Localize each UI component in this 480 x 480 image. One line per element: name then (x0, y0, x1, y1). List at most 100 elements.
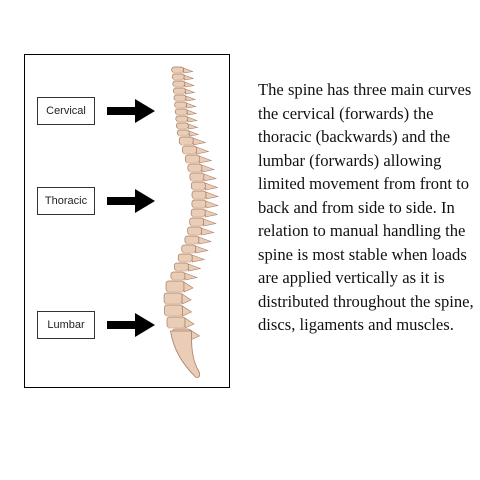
spinous-process (184, 317, 195, 329)
intervertebral-disc (193, 198, 205, 200)
intervertebral-disc (175, 100, 185, 102)
vertebra (174, 262, 189, 271)
spinous-process (183, 74, 195, 81)
spinous-process (183, 67, 194, 74)
vertebra (171, 66, 184, 73)
spinous-process (191, 254, 206, 263)
intervertebral-disc (172, 72, 183, 74)
thoracic-label: Thoracic (37, 187, 95, 215)
spinous-process (204, 209, 219, 218)
intervertebral-disc (176, 114, 187, 116)
intervertebral-disc (185, 243, 198, 245)
cervical-label: Cervical (37, 97, 95, 125)
vertebra (191, 190, 207, 199)
description-line: spine is most stable when loads (258, 244, 467, 264)
spinous-process (203, 173, 217, 182)
vertebra (182, 145, 197, 154)
lumbar-arrow-icon (107, 313, 155, 337)
sacrum-coccyx (170, 330, 201, 378)
vertebra (172, 80, 186, 87)
spinous-process (183, 281, 194, 293)
spine-diagram: Cervical Thoracic Lumbar (24, 54, 230, 388)
spinous-process (188, 130, 200, 137)
intervertebral-disc (183, 153, 196, 155)
cervical-label-text: Cervical (46, 105, 86, 117)
spinous-process (181, 293, 192, 305)
intervertebral-disc (165, 315, 182, 317)
thoracic-arrow-icon (107, 189, 155, 213)
spinous-process (201, 164, 215, 173)
vertebral-column (163, 66, 220, 378)
intervertebral-disc (182, 252, 195, 254)
spinous-process (203, 218, 217, 227)
description-line: are applied vertically as it is (258, 268, 445, 287)
intervertebral-disc (180, 144, 193, 146)
spinous-process (196, 146, 210, 155)
description-paragraph: The spine has three main curves the cerv… (258, 78, 474, 337)
description-line: limited movement from front to (258, 174, 470, 193)
vertebra (176, 122, 189, 129)
spinous-process (188, 123, 199, 130)
spinous-process (199, 155, 213, 164)
description-line: back and from side to side. In (258, 197, 455, 217)
intervertebral-disc (175, 107, 186, 109)
intervertebral-disc (188, 234, 201, 236)
spinous-process (186, 102, 197, 109)
intervertebral-disc (179, 261, 192, 263)
intervertebral-disc (174, 93, 185, 95)
spinous-process (198, 236, 212, 245)
intervertebral-disc (192, 216, 205, 218)
intervertebral-disc (165, 303, 182, 305)
spinous-process (201, 227, 215, 236)
vertebra (189, 172, 205, 181)
description-line: distributed throughout the spine, (258, 291, 474, 311)
spinous-process (195, 245, 209, 254)
intervertebral-disc (188, 171, 201, 173)
description-line: relation to manual handling the (258, 221, 466, 240)
vertebra (189, 217, 205, 226)
spinous-process (185, 88, 196, 95)
vertebra (190, 208, 206, 217)
vertebra (165, 280, 185, 292)
vertebra (181, 244, 197, 253)
vertebra (178, 136, 194, 145)
intervertebral-disc (167, 291, 183, 293)
intervertebral-disc (171, 279, 184, 281)
vertebra (187, 226, 202, 235)
spinous-process (187, 116, 198, 123)
spinous-process (186, 109, 198, 116)
vertebra (191, 199, 207, 208)
cervical-arrow-icon (107, 99, 155, 123)
intervertebral-disc (192, 207, 205, 209)
vertebra (171, 73, 185, 80)
thoracic-label-text: Thoracic (44, 195, 88, 207)
description-line: The spine has three main curves (258, 80, 472, 99)
vertebra (187, 163, 203, 172)
vertebra (174, 101, 187, 108)
intervertebral-disc (168, 327, 184, 329)
description-line: discs, ligaments and muscles. (258, 315, 454, 334)
vertebra (177, 253, 193, 262)
intervertebral-disc (186, 162, 199, 164)
spinous-process (182, 305, 193, 317)
intervertebral-disc (192, 189, 205, 191)
intervertebral-disc (178, 135, 189, 137)
vertebra (190, 181, 206, 190)
vertebra (173, 87, 186, 94)
intervertebral-disc (190, 180, 203, 182)
spinous-process (205, 200, 219, 209)
spinous-process (184, 272, 198, 281)
vertebra (184, 235, 200, 244)
vertebra (176, 129, 190, 136)
intervertebral-disc (173, 79, 184, 81)
spinous-process (188, 263, 202, 272)
lumbar-label: Lumbar (37, 311, 95, 339)
vertebra (163, 292, 183, 304)
intervertebral-disc (173, 86, 184, 88)
intervertebral-disc (176, 121, 187, 123)
spinous-process (205, 191, 220, 200)
description-line: the cervical (forwards) the (258, 103, 434, 123)
intervertebral-disc (190, 225, 203, 227)
intervertebral-disc (175, 270, 188, 272)
